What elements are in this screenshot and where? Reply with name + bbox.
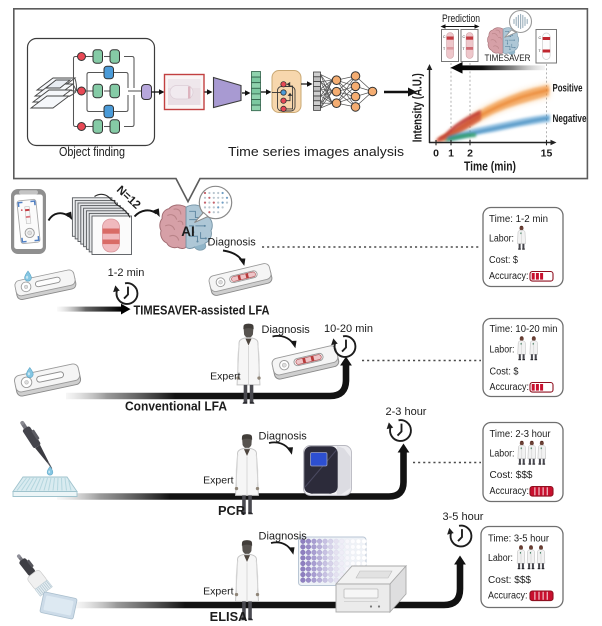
- svg-text:Time: 3-5 hour: Time: 3-5 hour: [488, 534, 550, 545]
- svg-text:Diagnosis: Diagnosis: [262, 324, 311, 336]
- svg-text:AI: AI: [181, 224, 195, 239]
- svg-text:Expert: Expert: [203, 586, 233, 598]
- svg-text:Accuracy:: Accuracy:: [490, 486, 530, 497]
- svg-text:C: C: [539, 36, 542, 40]
- svg-text:Cost: $: Cost: $: [489, 255, 518, 266]
- svg-text:Object finding: Object finding: [59, 145, 125, 159]
- svg-text:Time: 2-3 hour: Time: 2-3 hour: [490, 429, 552, 440]
- svg-text:Conventional LFA: Conventional LFA: [125, 399, 227, 414]
- svg-text:C: C: [463, 35, 466, 39]
- svg-text:1: 1: [448, 148, 454, 160]
- svg-text:0: 0: [433, 148, 439, 160]
- svg-text:Accuracy:: Accuracy:: [490, 382, 530, 393]
- svg-text:Accuracy:: Accuracy:: [488, 591, 528, 602]
- svg-text:Positive: Positive: [553, 83, 583, 95]
- svg-text:Prediction: Prediction: [442, 13, 480, 25]
- svg-text:Intensity (A.U.): Intensity (A.U.): [411, 73, 425, 142]
- svg-text:Cost: $$$: Cost: $$$: [488, 575, 531, 586]
- svg-text:1-2 min: 1-2 min: [108, 267, 145, 279]
- svg-text:Time: 10-20 min: Time: 10-20 min: [490, 324, 558, 335]
- svg-text:Expert: Expert: [203, 475, 233, 487]
- svg-text:T: T: [463, 47, 466, 51]
- svg-text:C: C: [443, 35, 446, 39]
- svg-text:Cost: $$$: Cost: $$$: [490, 470, 533, 481]
- svg-text:Labor:: Labor:: [490, 345, 515, 356]
- svg-text:Labor:: Labor:: [489, 234, 514, 245]
- svg-text:T: T: [443, 47, 446, 51]
- svg-text:PCR: PCR: [218, 503, 245, 518]
- svg-text:Diagnosis: Diagnosis: [259, 531, 308, 543]
- svg-text:Labor:: Labor:: [488, 553, 513, 564]
- svg-text:Time: 1-2 min: Time: 1-2 min: [489, 214, 548, 225]
- svg-text:ELISA: ELISA: [210, 609, 248, 624]
- svg-text:10-20 min: 10-20 min: [324, 323, 373, 335]
- svg-text:Diagnosis: Diagnosis: [259, 431, 308, 443]
- svg-text:Time series images analysis: Time series images analysis: [228, 145, 404, 159]
- svg-text:15: 15: [541, 148, 553, 160]
- svg-text:Cost: $: Cost: $: [490, 367, 519, 378]
- svg-text:Labor:: Labor:: [490, 449, 515, 460]
- svg-text:Accuracy:: Accuracy:: [489, 271, 529, 282]
- svg-text:TIMESAVER: TIMESAVER: [485, 53, 531, 64]
- svg-text:Diagnosis: Diagnosis: [208, 237, 257, 249]
- svg-text:TIMESAVER-assisted LFA: TIMESAVER-assisted LFA: [134, 303, 270, 318]
- svg-text:T: T: [539, 49, 542, 53]
- svg-text:Negative: Negative: [553, 113, 587, 125]
- svg-text:3-5 hour: 3-5 hour: [443, 511, 484, 523]
- svg-text:2: 2: [467, 148, 473, 160]
- svg-text:Expert: Expert: [210, 371, 240, 383]
- svg-text:2-3 hour: 2-3 hour: [386, 406, 427, 418]
- svg-text:Time (min): Time (min): [464, 160, 516, 174]
